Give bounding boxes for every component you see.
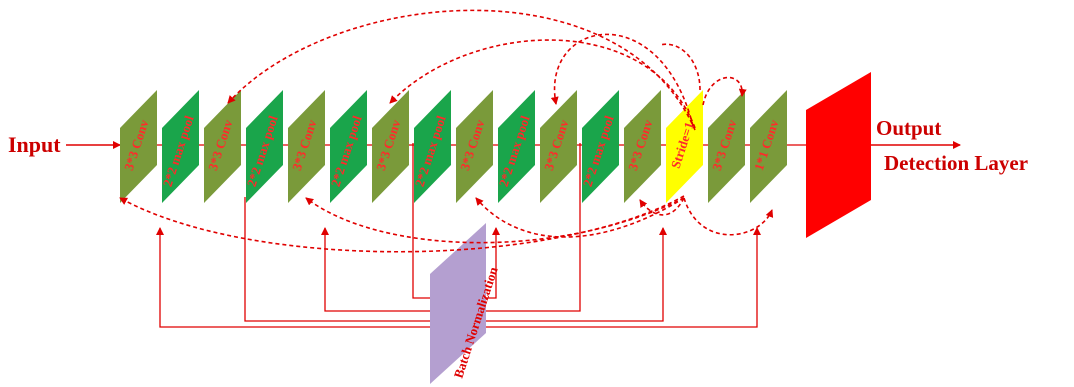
feedback-line-3 [321, 227, 430, 312]
layer-block-14 [666, 90, 703, 203]
layer-block-3 [204, 90, 241, 203]
layer-block-4 [246, 90, 283, 203]
layer-block-8 [414, 90, 451, 203]
bottom-skip-connections [119, 195, 774, 253]
arc-bottom-5 [683, 197, 774, 236]
feedback-line-2 [244, 197, 430, 322]
feedback-line-7 [486, 227, 667, 322]
output-block [806, 72, 871, 238]
arc-top-5 [659, 43, 701, 91]
layer-block-12 [582, 90, 619, 203]
layer-block-11 [540, 90, 577, 203]
arc-top-1 [227, 9, 696, 131]
arc-bottom-1 [119, 195, 685, 253]
layer-block-2 [162, 90, 199, 203]
feedback-line-8 [486, 227, 761, 328]
arc-bottom-2 [305, 197, 685, 244]
output-label: Output [876, 116, 941, 140]
detection-layer-label: Detection Layer [884, 151, 1028, 175]
batch-norm-block [430, 223, 486, 384]
arc-top-2 [389, 39, 696, 129]
top-skip-connections [227, 9, 747, 131]
layer-block-6 [330, 90, 367, 203]
input-label: Input [8, 132, 61, 157]
feedback-line-4 [412, 143, 430, 299]
layer-block-13 [624, 90, 661, 203]
arc-bottom-3 [475, 197, 685, 238]
arc-top-4 [702, 76, 747, 106]
arc-bottom-4 [639, 197, 685, 216]
layer-block-7 [372, 90, 409, 203]
layer-block-16 [750, 90, 787, 203]
layer-block-15 [708, 90, 745, 203]
feedback-line-5 [486, 227, 500, 299]
layer-block-5 [288, 90, 325, 203]
arc-top-3 [550, 33, 694, 127]
feedback-line-6 [486, 143, 581, 312]
layer-block-9 [456, 90, 493, 203]
feedback-line-1 [156, 227, 430, 328]
layer-block-1 [120, 90, 157, 203]
layer-block-10 [498, 90, 535, 203]
batch-norm-feedback-lines [156, 143, 761, 328]
